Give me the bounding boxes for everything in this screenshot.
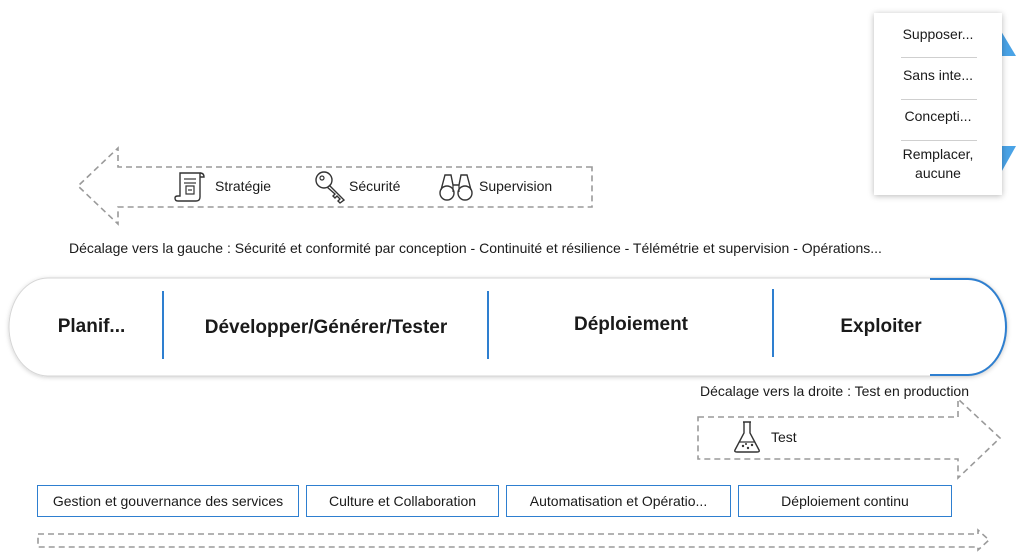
menu-item-replace-none[interactable]: Remplacer, aucune [902,146,974,181]
context-menu: Supposer... Sans inte... Concepti... Rem… [874,13,1002,195]
phase-deploy: Déploiement [573,314,689,335]
menu-separator [901,140,977,141]
supervision-label: Supervision [479,178,553,194]
lifecycle-pill-accent [930,278,1007,376]
menu-separator [901,99,977,100]
menu-separator [901,57,977,58]
phase-operate: Exploiter [840,316,922,337]
phase-develop: Développer/Générer/Tester [204,317,448,338]
test-label: Test [771,429,797,445]
scroll-document-icon [174,172,205,202]
flask-icon [734,421,760,453]
pillar-continuous-deployment: Déploiement continu [738,485,952,517]
menu-tab-top [998,26,1016,56]
pillar-culture-collaboration: Culture et Collaboration [306,485,499,517]
phase-plan: Planif... [57,316,126,337]
shift-left-caption: Décalage vers la gauche : Sécurité et co… [69,240,882,256]
pillar-service-governance: Gestion et gouvernance des services [37,485,299,517]
binoculars-icon [439,174,473,201]
menu-item-assume[interactable]: Supposer... [902,26,974,42]
bottom-arrow [37,528,991,552]
strategy-label: Stratégie [215,178,272,194]
menu-item-no-interaction[interactable]: Sans inte... [902,67,974,83]
shift-right-caption: Décalage vers la droite : Test en produc… [700,383,970,399]
shift-left-arrow [76,146,593,226]
security-label: Sécurité [349,178,401,194]
pillar-automation-operations: Automatisation et Opératio... [506,485,731,517]
menu-item-design[interactable]: Concepti... [904,108,972,124]
shift-right-arrow [697,397,1002,480]
key-icon [315,171,346,204]
menu-tab-bottom [998,146,1016,178]
